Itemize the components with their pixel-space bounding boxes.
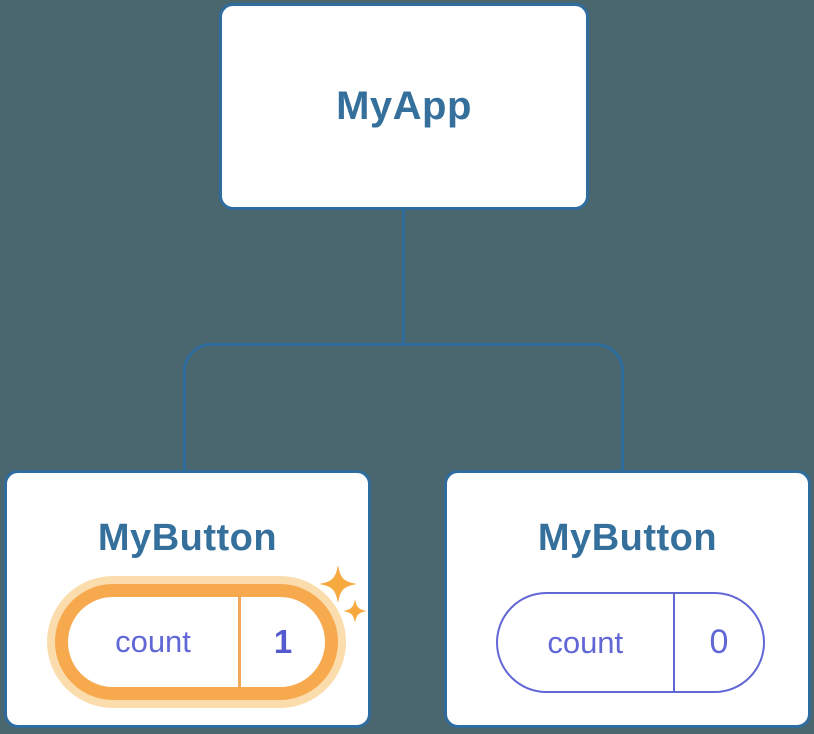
mybutton-left-label: MyButton — [97, 517, 278, 559]
state-name-right: count — [547, 624, 624, 660]
state-pill-normal: count 0 — [496, 592, 765, 693]
state-pill-divider — [672, 594, 675, 691]
myapp-label: MyApp — [336, 84, 472, 128]
state-value-left: 1 — [273, 623, 293, 660]
state-pill-highlighted: count 1 — [55, 584, 338, 700]
state-pill-divider — [238, 597, 241, 687]
state-name-left: count — [115, 624, 191, 659]
state-value-right: 0 — [709, 623, 729, 661]
mybutton-right-label: MyButton — [537, 517, 718, 559]
tree-edge-branch-bracket — [183, 343, 624, 471]
sparkles-icon — [319, 565, 367, 623]
component-node-mybutton-right: MyButton count 0 — [444, 470, 811, 728]
tree-edge-root-stem — [402, 210, 405, 344]
component-node-myapp: MyApp — [219, 3, 589, 210]
component-node-mybutton-left: MyButton count 1 — [4, 470, 371, 728]
